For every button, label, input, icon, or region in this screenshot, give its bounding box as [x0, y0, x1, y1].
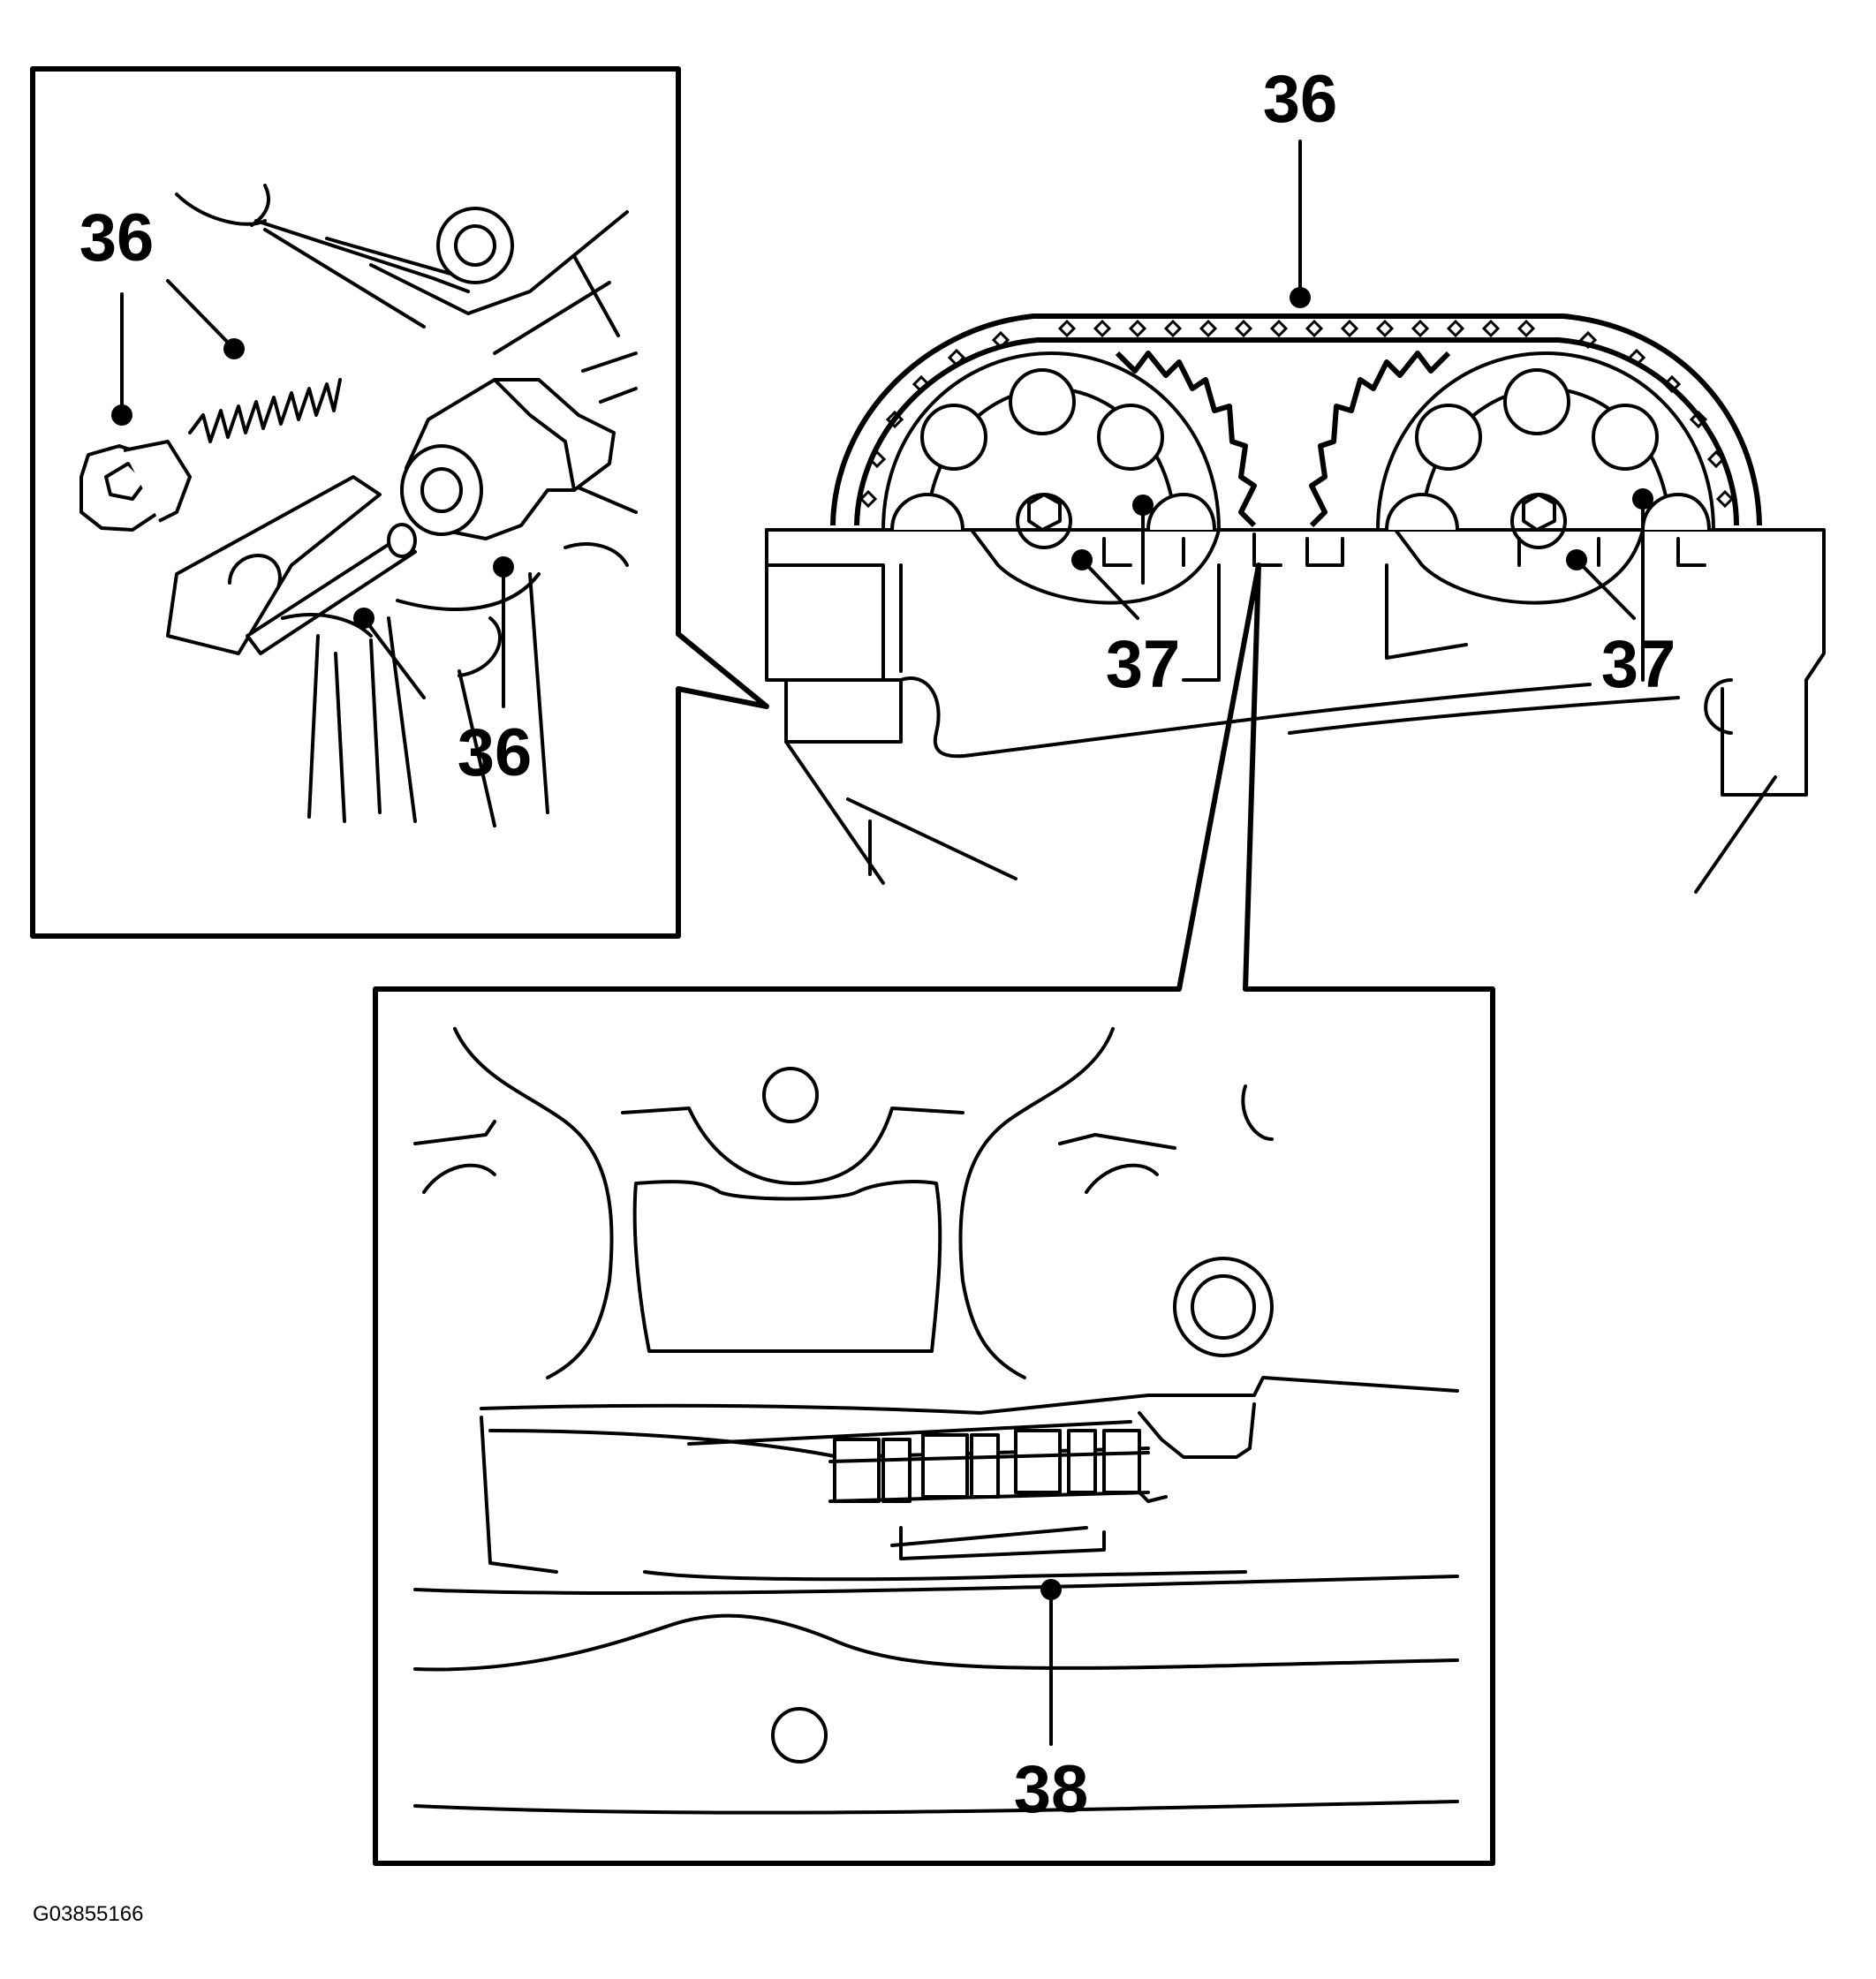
- label-tensioner-plug: 36: [79, 200, 155, 276]
- label-chain-guide: 38: [1014, 1752, 1089, 1827]
- left-camshaft-sprocket: [881, 351, 1221, 549]
- tensioner-piston: [400, 378, 616, 540]
- timing-chain-rollers: [828, 1429, 1150, 1503]
- label-right-cam-bolt: 37: [1601, 627, 1676, 702]
- tensioner-spring: [188, 378, 342, 443]
- label-left-cam-bolt: 37: [1106, 627, 1181, 702]
- right-camshaft-sprocket: [1376, 351, 1715, 549]
- figure-id: G03855166: [33, 1902, 143, 1926]
- chain-guide-detail-inset: 38: [373, 563, 1495, 1866]
- timing-chain-links: [859, 319, 1735, 509]
- tensioner-detail-inset: 36 36: [30, 66, 769, 939]
- label-timing-chain: 36: [1263, 62, 1338, 137]
- camshaft-assembly-main-view: 36 37 37: [765, 62, 1826, 894]
- label-tensioner-lower: 36: [458, 715, 533, 790]
- tensioner-plug-bolt: [79, 440, 192, 532]
